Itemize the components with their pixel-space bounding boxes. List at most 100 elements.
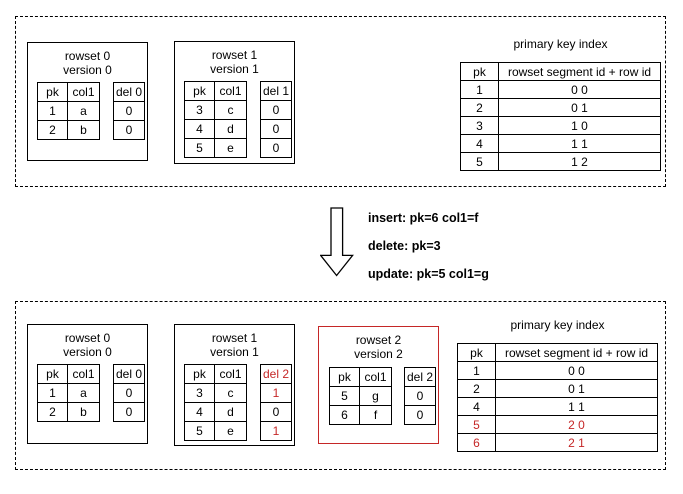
rowset-del-table: del 2 1 0 1 <box>260 364 292 441</box>
rowset-title: rowset 0 version 0 <box>28 49 147 77</box>
rowset-title: rowset 2 version 2 <box>319 333 438 361</box>
col-header-col1: col1 <box>214 364 247 384</box>
rowset-version: version 0 <box>63 63 112 77</box>
pk-index-cell-pk: 2 <box>457 379 496 398</box>
rowset-data-table: pk col1 1 a 2 b <box>37 364 100 422</box>
after-rowset0-box: rowset 0 version 0 pk col1 1 a 2 b del 0 <box>27 324 148 444</box>
operation-delete: delete: pk=3 <box>368 239 441 253</box>
cell-col1: f <box>359 405 392 425</box>
pk-index-cell-pk: 1 <box>457 361 496 380</box>
del-cell: 0 <box>113 120 145 140</box>
del-cell: 1 <box>260 383 292 403</box>
pk-index-cell-loc: 1 0 <box>498 116 661 135</box>
col-header-pk: pk <box>184 81 215 101</box>
rowset-del-table: del 0 0 0 <box>113 364 145 422</box>
cell-col1: d <box>214 119 247 139</box>
cell-col1: a <box>67 383 100 403</box>
rowset-version: version 1 <box>210 345 259 359</box>
del-cell: 0 <box>260 402 292 422</box>
pk-index-table: pk rowset segment id + row id 1 0 0 2 0 … <box>460 62 661 171</box>
del-cell: 0 <box>404 386 436 406</box>
del-header: del 2 <box>260 364 292 384</box>
col-header-pk: pk <box>184 364 215 384</box>
pk-index-cell-pk: 2 <box>460 98 499 117</box>
pk-index-cell-pk: 5 <box>457 415 496 434</box>
del-cell: 0 <box>260 138 292 158</box>
cell-pk: 3 <box>184 383 215 403</box>
pk-index-cell-loc: 1 1 <box>498 134 661 153</box>
before-state-section: rowset 0 version 0 pk col1 1 a 2 b del 0 <box>15 16 666 187</box>
del-header: del 0 <box>113 82 145 102</box>
rowset-data-table: pk col1 1 a 2 b <box>37 82 100 140</box>
cell-pk: 5 <box>184 138 215 158</box>
rowset-del-table: del 2 0 0 <box>404 367 436 425</box>
del-cell: 0 <box>113 101 145 121</box>
pk-index-cell-pk: 6 <box>457 433 496 452</box>
cell-pk: 1 <box>37 101 68 121</box>
del-cell: 0 <box>113 402 145 422</box>
rowset-del-table: del 1 0 0 0 <box>260 81 292 158</box>
operation-insert: insert: pk=6 col1=f <box>368 211 479 225</box>
rowset-name: rowset 0 <box>64 49 111 63</box>
flow-arrow-icon <box>319 207 354 280</box>
rowset-del-table: del 0 0 0 <box>113 82 145 140</box>
rowset-title: rowset 1 version 1 <box>175 48 294 76</box>
cell-pk: 1 <box>37 383 68 403</box>
rowset-name: rowset 0 <box>64 331 111 345</box>
col-header-col1: col1 <box>214 81 247 101</box>
pk-index-cell-pk: 4 <box>457 397 496 416</box>
after-rowset2-box: rowset 2 version 2 pk col1 5 g 6 f del 2 <box>318 326 439 444</box>
cell-pk: 2 <box>37 402 68 422</box>
cell-pk: 2 <box>37 120 68 140</box>
before-rowset0-box: rowset 0 version 0 pk col1 1 a 2 b del 0 <box>27 42 148 161</box>
del-header: del 2 <box>404 367 436 387</box>
rowset-version: version 1 <box>210 62 259 76</box>
cell-pk: 4 <box>184 402 215 422</box>
del-cell: 0 <box>113 383 145 403</box>
cell-col1: e <box>214 421 247 441</box>
del-cell: 0 <box>404 405 436 425</box>
after-rowset1-box: rowset 1 version 1 pk col1 3 c 4 d 5 <box>174 324 295 446</box>
pk-index-cell-loc: 0 1 <box>495 379 658 398</box>
cell-col1: b <box>67 402 100 422</box>
del-cell: 1 <box>260 421 292 441</box>
pk-index-title: primary key index <box>513 37 608 51</box>
pk-index-cell-loc: 0 0 <box>498 80 661 99</box>
pk-index-table: pk rowset segment id + row id 1 0 0 2 0 … <box>457 343 658 452</box>
col-header-pk: pk <box>329 367 360 387</box>
pk-index-header-loc: rowset segment id + row id <box>495 343 658 362</box>
col-header-pk: pk <box>37 364 68 384</box>
pk-index-cell-loc: 2 1 <box>495 433 658 452</box>
cell-col1: a <box>67 101 100 121</box>
del-cell: 0 <box>260 119 292 139</box>
cell-col1: c <box>214 100 247 120</box>
del-header: del 1 <box>260 81 292 101</box>
rowset-version: version 2 <box>354 347 403 361</box>
cell-col1: b <box>67 120 100 140</box>
rowset-title: rowset 0 version 0 <box>28 331 147 359</box>
before-rowset1-box: rowset 1 version 1 pk col1 3 c 4 d 5 <box>174 41 295 164</box>
pk-index-cell-loc: 0 1 <box>498 98 661 117</box>
col-header-pk: pk <box>37 82 68 102</box>
col-header-col1: col1 <box>359 367 392 387</box>
cell-pk: 3 <box>184 100 215 120</box>
pk-index-header-pk: pk <box>457 343 496 362</box>
pk-index-cell-loc: 0 0 <box>495 361 658 380</box>
col-header-col1: col1 <box>67 364 100 384</box>
col-header-col1: col1 <box>67 82 100 102</box>
pk-index-cell-pk: 5 <box>460 152 499 171</box>
pk-index-header-pk: pk <box>460 62 499 81</box>
rowset-data-table: pk col1 3 c 4 d 5 e <box>184 364 247 441</box>
rowset-name: rowset 1 <box>211 48 258 62</box>
pk-index-header-loc: rowset segment id + row id <box>498 62 661 81</box>
cell-col1: d <box>214 402 247 422</box>
cell-pk: 6 <box>329 405 360 425</box>
del-header: del 0 <box>113 364 145 384</box>
cell-pk: 5 <box>329 386 360 406</box>
pk-index-cell-pk: 1 <box>460 80 499 99</box>
pk-index-cell-pk: 3 <box>460 116 499 135</box>
rowset-title: rowset 1 version 1 <box>175 331 294 359</box>
rowset-name: rowset 2 <box>355 333 402 347</box>
pk-index-cell-pk: 4 <box>460 134 499 153</box>
